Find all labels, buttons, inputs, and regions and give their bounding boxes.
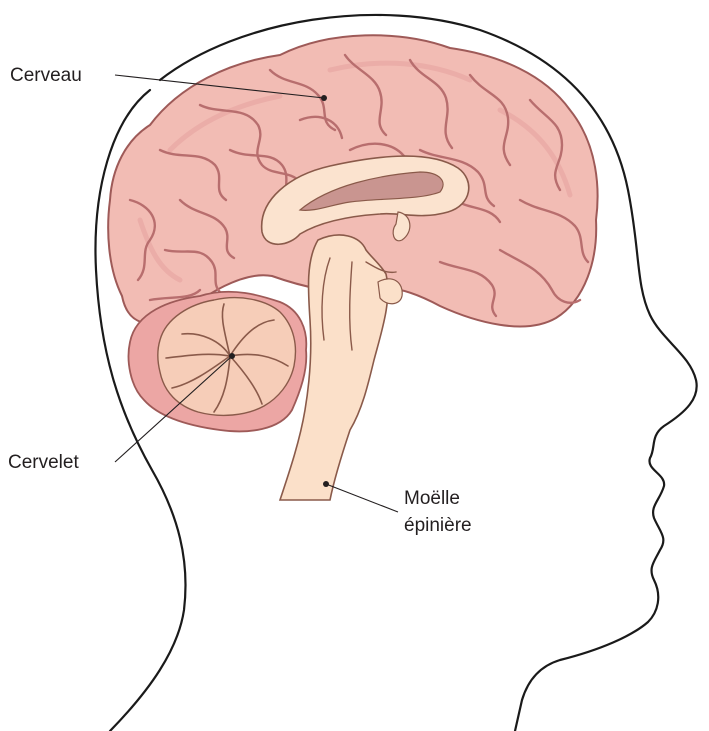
label-moelle-line1: Moëlle [404, 488, 460, 509]
label-moelle-line2: épinière [404, 515, 472, 536]
leader-moelle [326, 484, 398, 512]
label-cervelet: Cervelet [8, 452, 79, 473]
label-cerveau: Cerveau [10, 65, 82, 86]
leader-cerveau-dot [321, 95, 327, 101]
leader-cervelet-dot [229, 353, 235, 359]
leader-moelle-dot [323, 481, 329, 487]
pituitary [378, 279, 402, 304]
cerebellum [129, 292, 307, 432]
